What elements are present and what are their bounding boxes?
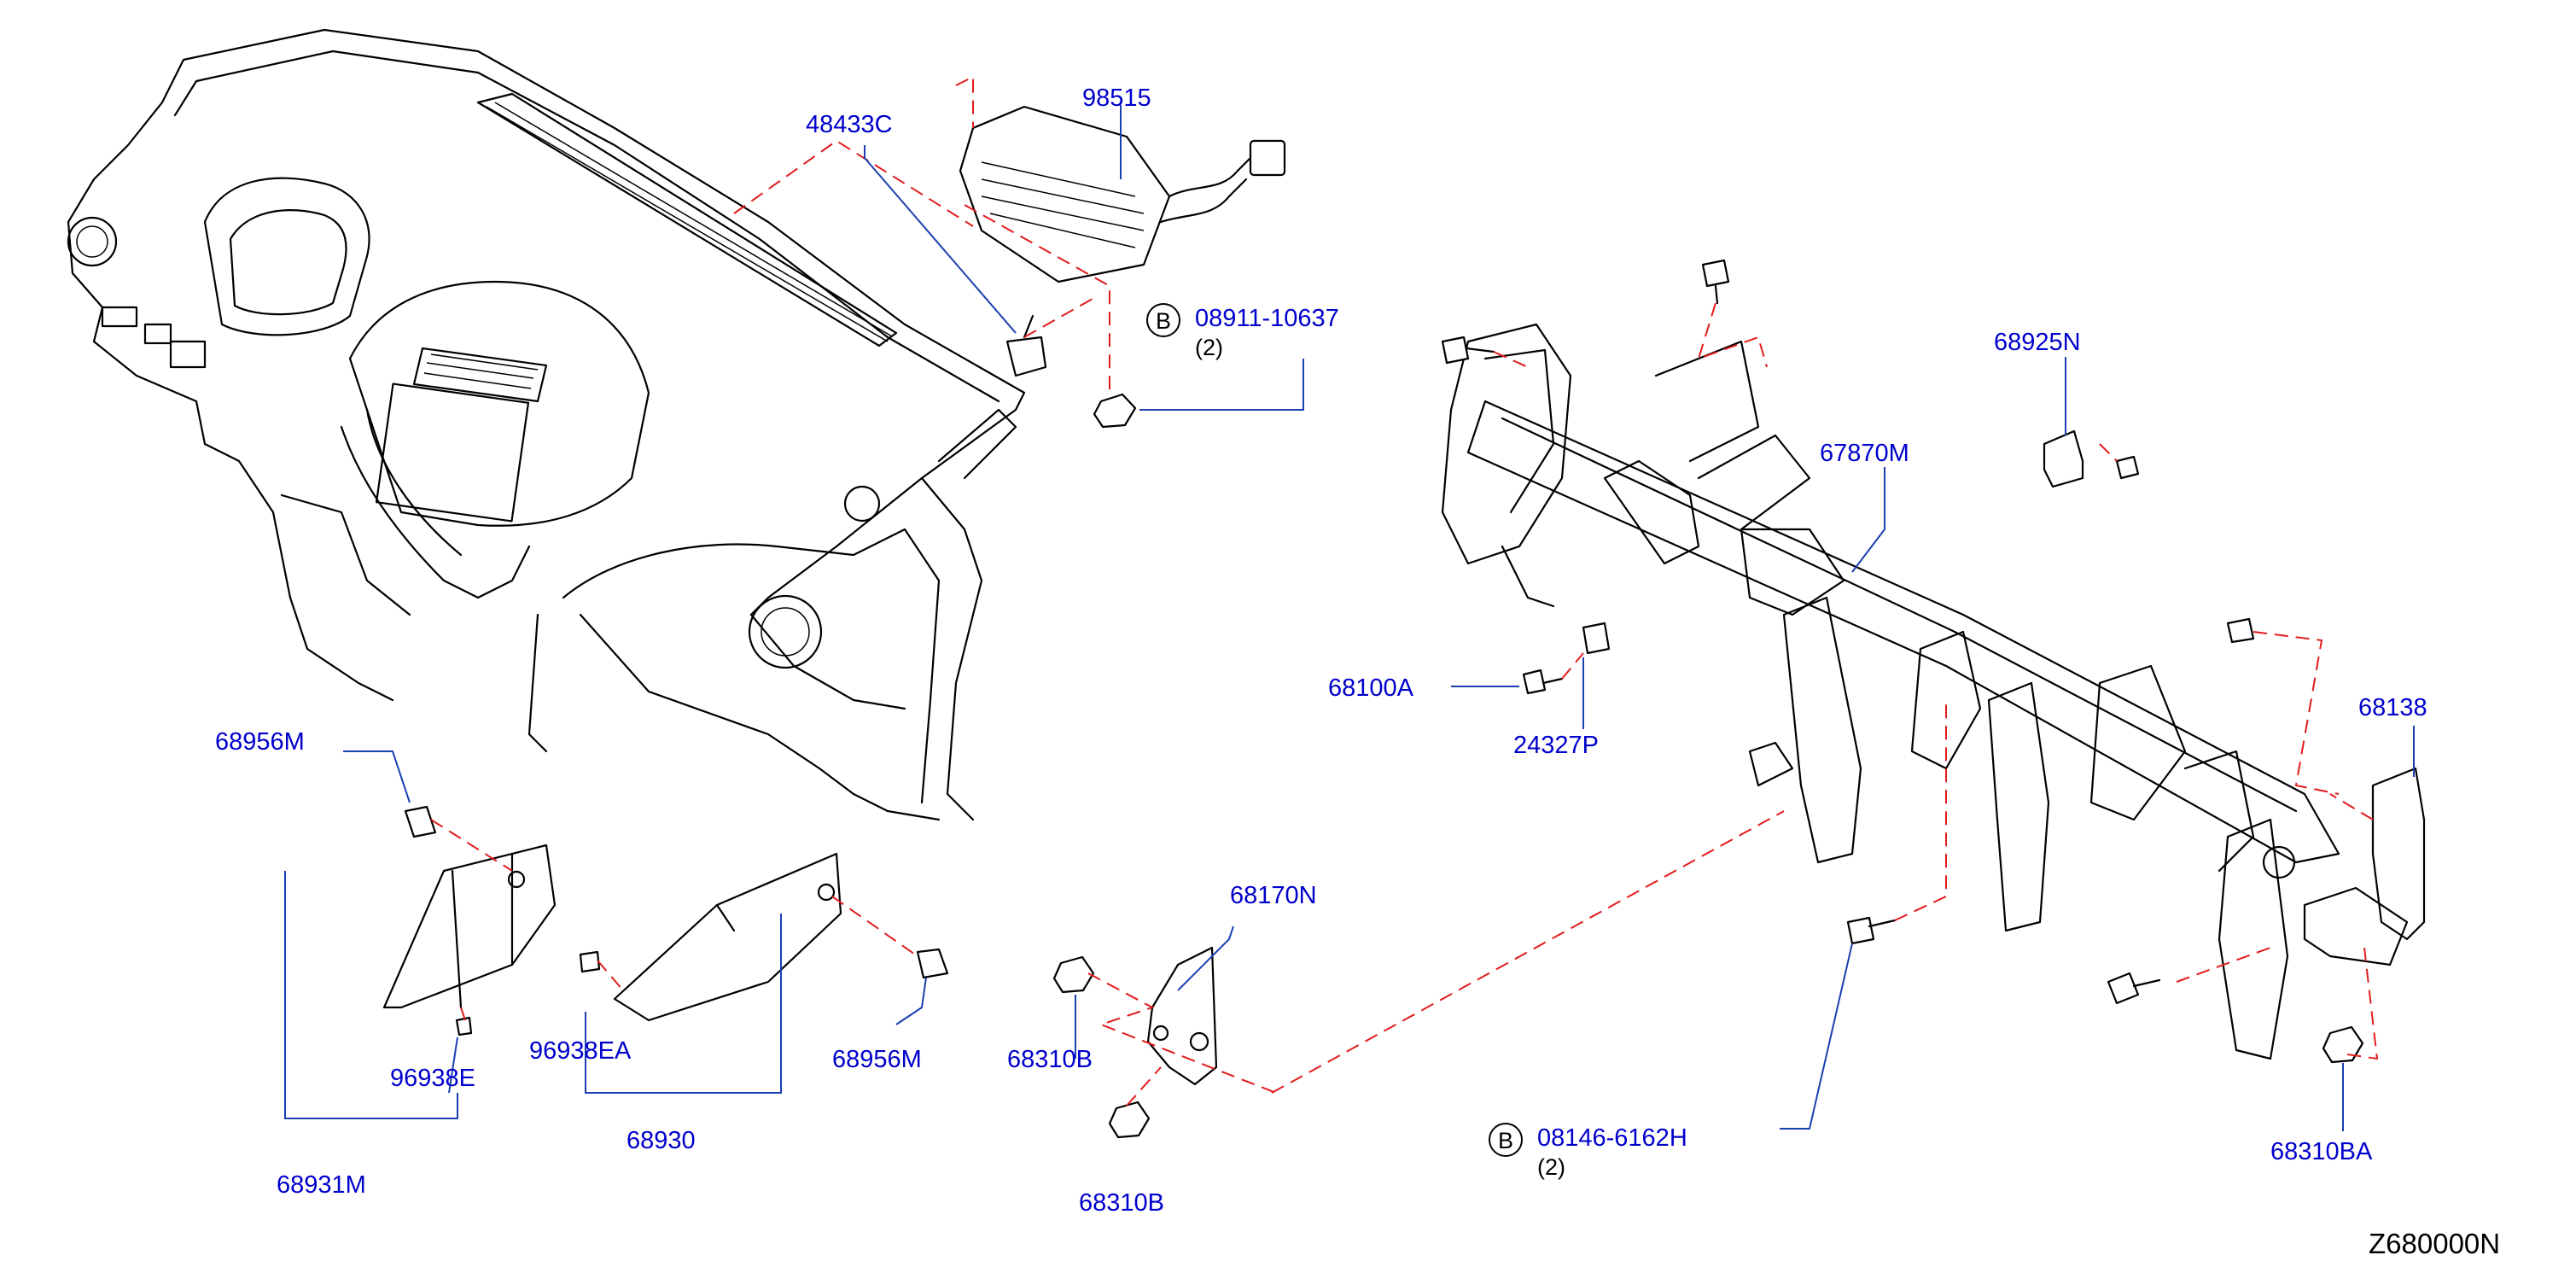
- nut-68310B-bottom-drawing: [1108, 1101, 1151, 1139]
- label-08911-qty: (2): [1195, 335, 1223, 360]
- bolt-left-drawing: [1441, 336, 1495, 365]
- label-68310BA: 68310BA: [2270, 1138, 2373, 1165]
- label-68931M: 68931M: [277, 1171, 366, 1199]
- nut-top-right-drawing: [2226, 617, 2255, 644]
- clip-96938E-drawing: [455, 1016, 473, 1036]
- callout-b-bottom: B: [1489, 1123, 1523, 1157]
- label-08146-6162H: 08146-6162H: [1537, 1124, 1687, 1152]
- dashed-connectors: [430, 75, 2379, 1106]
- diagram-code: Z680000N: [2369, 1228, 2500, 1259]
- clip-top-drawing: [1701, 259, 1730, 305]
- label-68925N: 68925N: [1994, 329, 2081, 356]
- cover-68931M-drawing: [382, 844, 557, 1009]
- bolt-member-lower-drawing: [1846, 916, 1897, 945]
- clip-48433C-drawing: [1005, 314, 1047, 377]
- clip-68956M-bottom-drawing: [916, 948, 949, 979]
- clip-24327P-drawing: [1582, 622, 1611, 655]
- callout-letter: B: [1498, 1128, 1513, 1153]
- nut-68310BA-drawing: [2322, 1025, 2364, 1064]
- label-68930: 68930: [627, 1127, 696, 1154]
- label-96938E: 96938E: [390, 1065, 475, 1092]
- clip-68956M-top-drawing: [404, 805, 437, 838]
- nut-08911-drawing: [1093, 393, 1137, 429]
- label-96938EA: 96938EA: [529, 1037, 632, 1065]
- bracket-68925N-drawing: [2043, 429, 2140, 488]
- label-98515: 98515: [1082, 85, 1151, 112]
- bolt-lower-right-drawing: [2107, 972, 2161, 1005]
- callout-circle: [1146, 303, 1180, 337]
- label-68138: 68138: [2358, 694, 2427, 721]
- label-08911-10637: 08911-10637: [1195, 305, 1339, 332]
- label-48433C: 48433C: [806, 111, 893, 138]
- callout-letter: B: [1156, 308, 1171, 334]
- bolt-68100A-drawing: [1522, 669, 1564, 695]
- label-68170N: 68170N: [1230, 882, 1317, 909]
- label-08146-qty: (2): [1537, 1154, 1565, 1180]
- instrument-panel-drawing: [67, 28, 1026, 821]
- nut-68310B-top-drawing: [1052, 955, 1095, 994]
- cover-68930-drawing: [613, 852, 842, 1022]
- callout-circle: [1489, 1123, 1523, 1157]
- bracket-68138-drawing: [2303, 767, 2426, 966]
- label-68100A: 68100A: [1328, 674, 1414, 702]
- label-68956M-bottom: 68956M: [832, 1046, 922, 1073]
- steering-member-drawing: [1441, 323, 2340, 1060]
- clip-96938EA-drawing: [579, 950, 601, 973]
- bracket-68170N-drawing: [1146, 946, 1218, 1086]
- callout-b-top: B: [1146, 303, 1180, 337]
- leader-lines: [284, 105, 2415, 1131]
- label-68310B-bottom: 68310B: [1079, 1189, 1164, 1217]
- duct-98515-drawing: [959, 105, 1286, 283]
- label-68310B-top: 68310B: [1007, 1046, 1093, 1073]
- label-67870M: 67870M: [1820, 440, 1909, 467]
- label-24327P: 24327P: [1513, 732, 1599, 759]
- label-68956M-top: 68956M: [215, 728, 305, 756]
